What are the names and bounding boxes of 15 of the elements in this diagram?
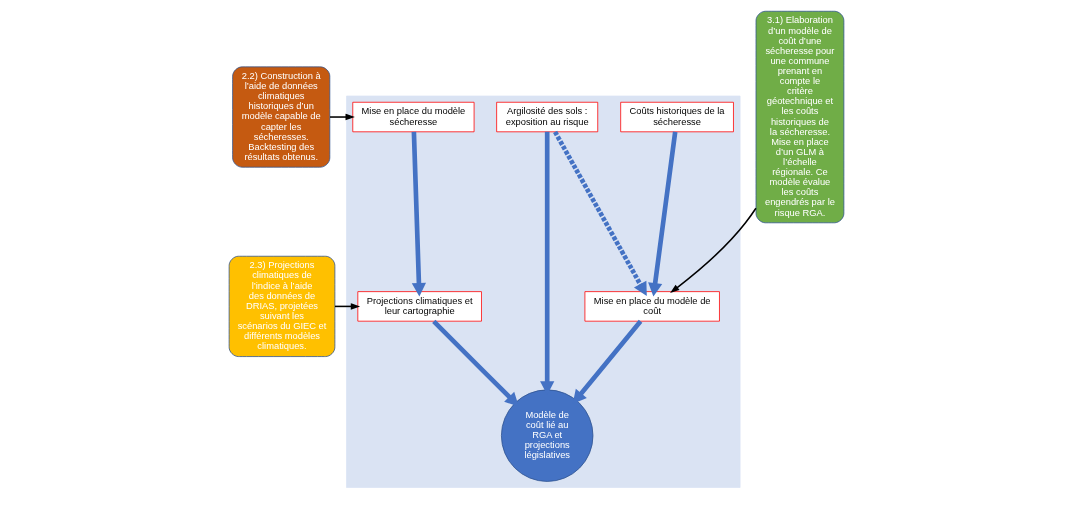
node-box: Argilosité des sols : exposition au risque <box>496 101 599 133</box>
arrow <box>572 319 643 404</box>
node-box: Coûts historiques de la sécheresse <box>620 101 734 133</box>
arrow <box>670 207 757 293</box>
arrow <box>411 131 427 297</box>
arrow <box>329 113 355 121</box>
node-box: Projections climatiques et leur cartographie <box>357 291 482 322</box>
arrow <box>432 319 519 407</box>
node-box: 3.1) Elaboration d’un modèle de coût d’une sécheresse pour une commune prenant en compte le critère géotechnique et les coûts historiques de la sécheresse. Mise en place d’un GLM à l’échelle régionale. Ce modèle évalue les coûts engendrés par le risque RGA. <box>755 10 845 224</box>
node-box: 2.2) Construction à l’aide de données climatiques historiques d’un modèle capable de capter les sécheresses. Backtesting des résultats obtenus. <box>232 66 331 168</box>
arrow <box>648 131 678 297</box>
node-box: 2.3) Projections climatiques de l’indice à l’aide des données de DRIAS, projetées suivant les scénarios du GIEC et différents modèles climatiques. <box>228 255 336 357</box>
node-box: Mise en place du modèle de coût <box>584 291 720 322</box>
node-box: Mise en place du modèle sécheresse <box>352 101 475 133</box>
arrow <box>553 130 647 296</box>
